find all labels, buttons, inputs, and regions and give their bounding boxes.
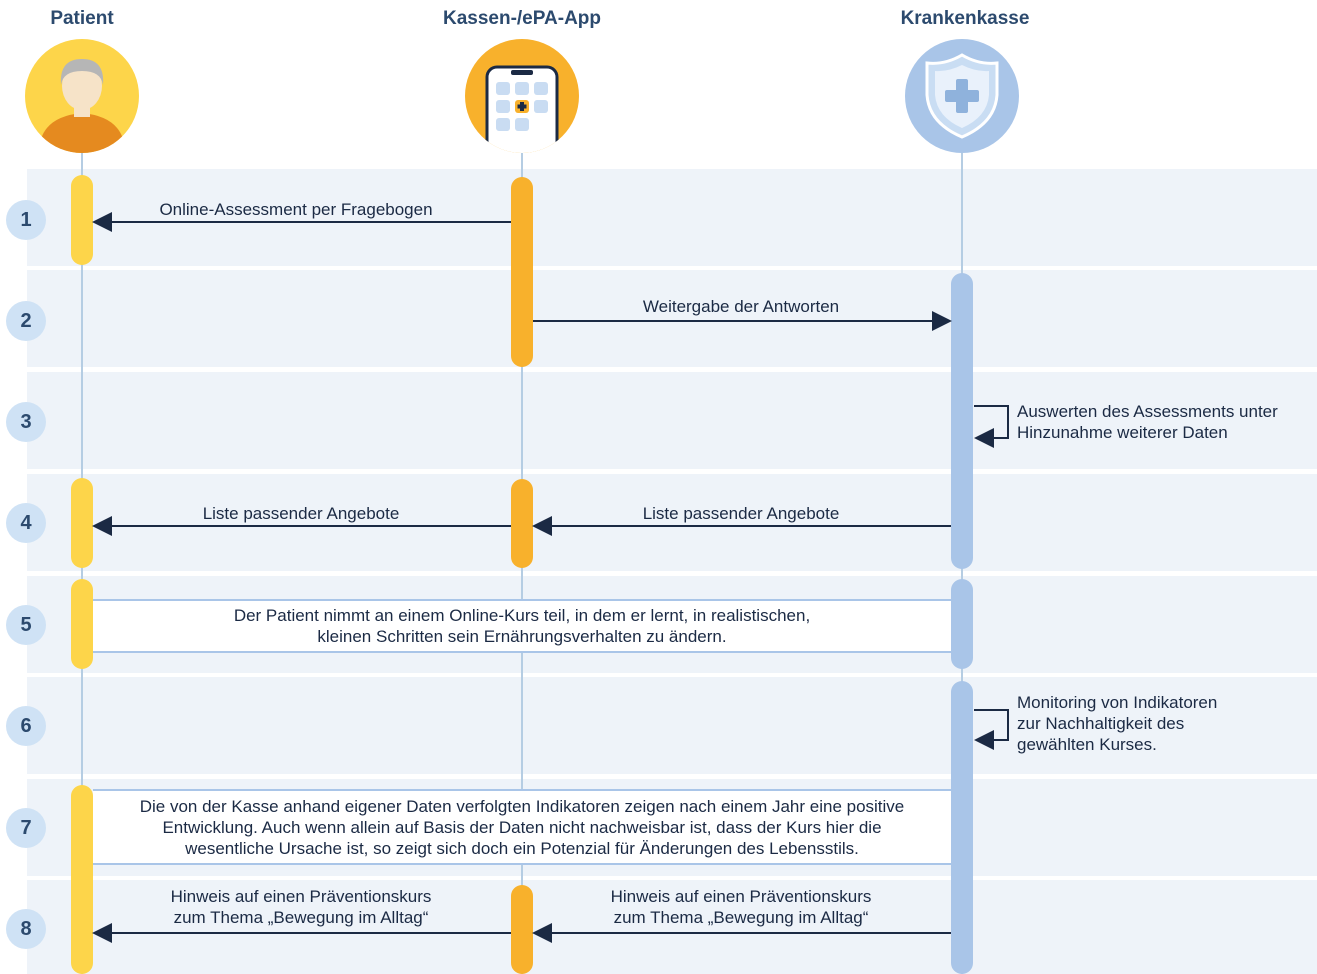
step-number-4: 4 (6, 503, 46, 543)
step8-left-line1: Hinweis auf einen Präventionskurs (170, 887, 432, 906)
app-activation-4 (511, 479, 533, 568)
step-band-2 (27, 270, 1317, 367)
step8-message-right: Hinweis auf einen Präventionskurs zum Th… (541, 886, 941, 928)
step5-line2: kleinen Schritten sein Ernährungsverhalt… (317, 627, 727, 646)
app-activation-8 (511, 885, 533, 974)
step8-message-left: Hinweis auf einen Präventionskurs zum Th… (101, 886, 501, 928)
patient-activation-4 (71, 478, 93, 568)
patient-activation-5 (71, 579, 93, 669)
lane-title-kasse: Krankenkasse (900, 8, 1030, 29)
step-number-8: 8 (6, 909, 46, 949)
step-number-5: 5 (6, 605, 46, 645)
patient-activation-1 (71, 175, 93, 265)
step6-line2: zur Nachhaltigkeit des (1017, 714, 1185, 733)
step8-right-line1: Hinweis auf einen Präventionskurs (610, 887, 872, 906)
patient-avatar-icon (25, 39, 139, 153)
kasse-activation-5 (951, 579, 973, 669)
step-number-1: 1 (6, 200, 46, 240)
step1-message: Online-Assessment per Fragebogen (159, 200, 433, 219)
step7-line1: Die von der Kasse anhand eigener Daten v… (139, 796, 905, 816)
step7-line2: Entwicklung. Auch wenn allein auf Basis … (162, 817, 882, 837)
step8-left-line2: zum Thema „Bewegung im Alltag“ (173, 908, 429, 927)
step-number-6: 6 (6, 706, 46, 746)
step5-message-box: Der Patient nimmt an einem Online-Kurs t… (93, 599, 951, 653)
step6-message: Monitoring von Indikatoren zur Nachhalti… (1017, 692, 1217, 755)
arrow-step3-self (974, 405, 1009, 448)
step3-line1: Auswerten des Assessments unter (1017, 402, 1278, 421)
step5-line1: Der Patient nimmt an einem Online-Kurs t… (233, 606, 811, 625)
insurance-shield-icon (905, 39, 1019, 153)
lane-title-patient: Patient (50, 8, 114, 29)
step3-line2: Hinzunahme weiterer Daten (1017, 423, 1228, 442)
step-number-7: 7 (6, 808, 46, 848)
patient-activation-7-8 (71, 785, 93, 974)
app-activation-1-2 (511, 177, 533, 367)
smartphone-app-icon (465, 39, 579, 153)
step8-right-line2: zum Thema „Bewegung im Alltag“ (613, 908, 869, 927)
step-band-4 (27, 474, 1317, 571)
step6-line3: gewählten Kurses. (1017, 735, 1157, 754)
step7-message-box: Die von der Kasse anhand eigener Daten v… (93, 789, 951, 865)
step-band-3 (27, 372, 1317, 469)
lane-title-app: Kassen-/ePA-App (442, 8, 601, 29)
kasse-activation-6-8 (951, 681, 973, 974)
step6-line1: Monitoring von Indikatoren (1017, 693, 1218, 712)
step7-line3: wesentliche Ursache ist, so zeigt sich d… (185, 838, 859, 858)
step-number-2: 2 (6, 301, 46, 341)
step-band-1 (27, 169, 1317, 266)
step4-message-left: Liste passender Angebote (202, 504, 400, 523)
step-band-6 (27, 677, 1317, 774)
step-band-8 (27, 880, 1317, 974)
step3-message: Auswerten des Assessments unter Hinzunah… (1017, 401, 1278, 443)
arrow-step6-self (974, 709, 1009, 750)
step4-message-right: Liste passender Angebote (642, 504, 840, 523)
kasse-activation-2-4 (951, 273, 973, 569)
step-number-3: 3 (6, 402, 46, 442)
step2-message: Weitergabe der Antworten (642, 297, 840, 316)
